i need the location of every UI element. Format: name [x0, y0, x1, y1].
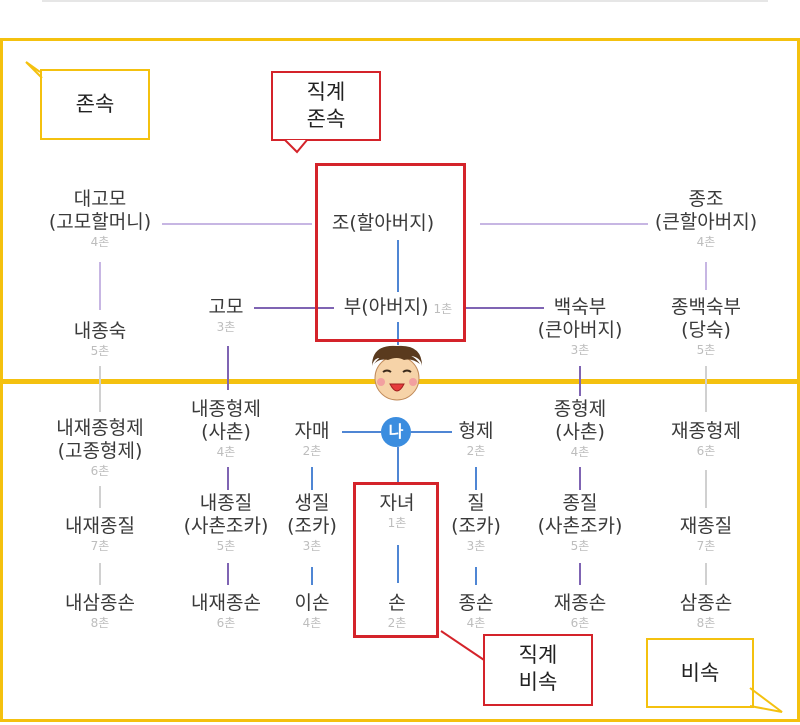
descendants-caption-tail	[749, 687, 783, 713]
node-father: 부(아버지)1촌	[343, 296, 453, 318]
node-second-cousin-nephew-f: 내재종질 7촌	[65, 515, 135, 553]
ascendants-caption: 존속	[40, 69, 150, 140]
direct-ascendants-highlight	[315, 163, 466, 342]
direct-ascendants-caption: 직계 존속	[271, 71, 381, 141]
ascendants-caption-tail	[25, 61, 43, 79]
node-cousin-grandson-m: 재종손 6촌	[553, 592, 607, 630]
node-cousin-m: 종형제 (사촌) 4촌	[553, 398, 607, 459]
node-great-uncle: 종조 (큰할아버지) 4촌	[654, 188, 758, 249]
direct-descendants-highlight	[353, 482, 439, 638]
direct-descendants-pointer	[440, 630, 491, 665]
node-second-cousin-f: 내재종형제 (고종형제) 6촌	[56, 417, 144, 478]
node-niece-child: 이손 4촌	[294, 592, 330, 630]
direct-ascendants-caption-tail	[284, 139, 308, 154]
node-nephew-child: 종손 4촌	[458, 592, 494, 630]
node-cousin-f: 내종형제 (사촌) 4촌	[191, 398, 261, 459]
node-grandfather: 조(할아버지)	[331, 212, 435, 234]
node-aunt-paternal-cousin: 내종숙 5촌	[73, 320, 127, 358]
direct-descendants-caption: 직계 비속	[483, 634, 593, 706]
node-uncle: 백숙부 (큰아버지) 3촌	[537, 296, 623, 357]
node-third-cousin-grandson-f: 내삼종손 8촌	[65, 592, 135, 630]
descendants-caption: 비속	[646, 638, 754, 708]
node-second-uncle: 종백숙부 (당숙) 5촌	[671, 296, 741, 357]
node-cousin-nephew-m: 종질 (사촌조카) 5촌	[537, 492, 623, 553]
node-niece: 생질 (조카) 3촌	[287, 492, 337, 553]
node-nephew: 질 (조카) 3촌	[451, 492, 501, 553]
node-third-cousin-grandson-m: 삼종손 8촌	[679, 592, 733, 630]
node-second-cousin-nephew-m: 재종질 7촌	[679, 515, 733, 553]
node-sister: 자매 2촌	[294, 420, 330, 458]
node-child: 자녀 1촌	[379, 492, 415, 530]
node-cousin-grandson-f: 내재종손 6촌	[191, 592, 261, 630]
node-aunt: 고모 3촌	[208, 296, 244, 334]
node-cousin-nephew-f: 내종질 (사촌조카) 5촌	[183, 492, 269, 553]
me-badge: 나	[381, 417, 411, 447]
node-brother: 형제 2촌	[458, 420, 494, 458]
me-avatar	[372, 345, 422, 401]
node-second-cousin-m: 재종형제 6촌	[671, 420, 741, 458]
node-great-aunt: 대고모 (고모할머니) 4촌	[48, 188, 152, 249]
node-grandchild: 손 2촌	[387, 592, 407, 630]
top-divider	[42, 0, 768, 2]
